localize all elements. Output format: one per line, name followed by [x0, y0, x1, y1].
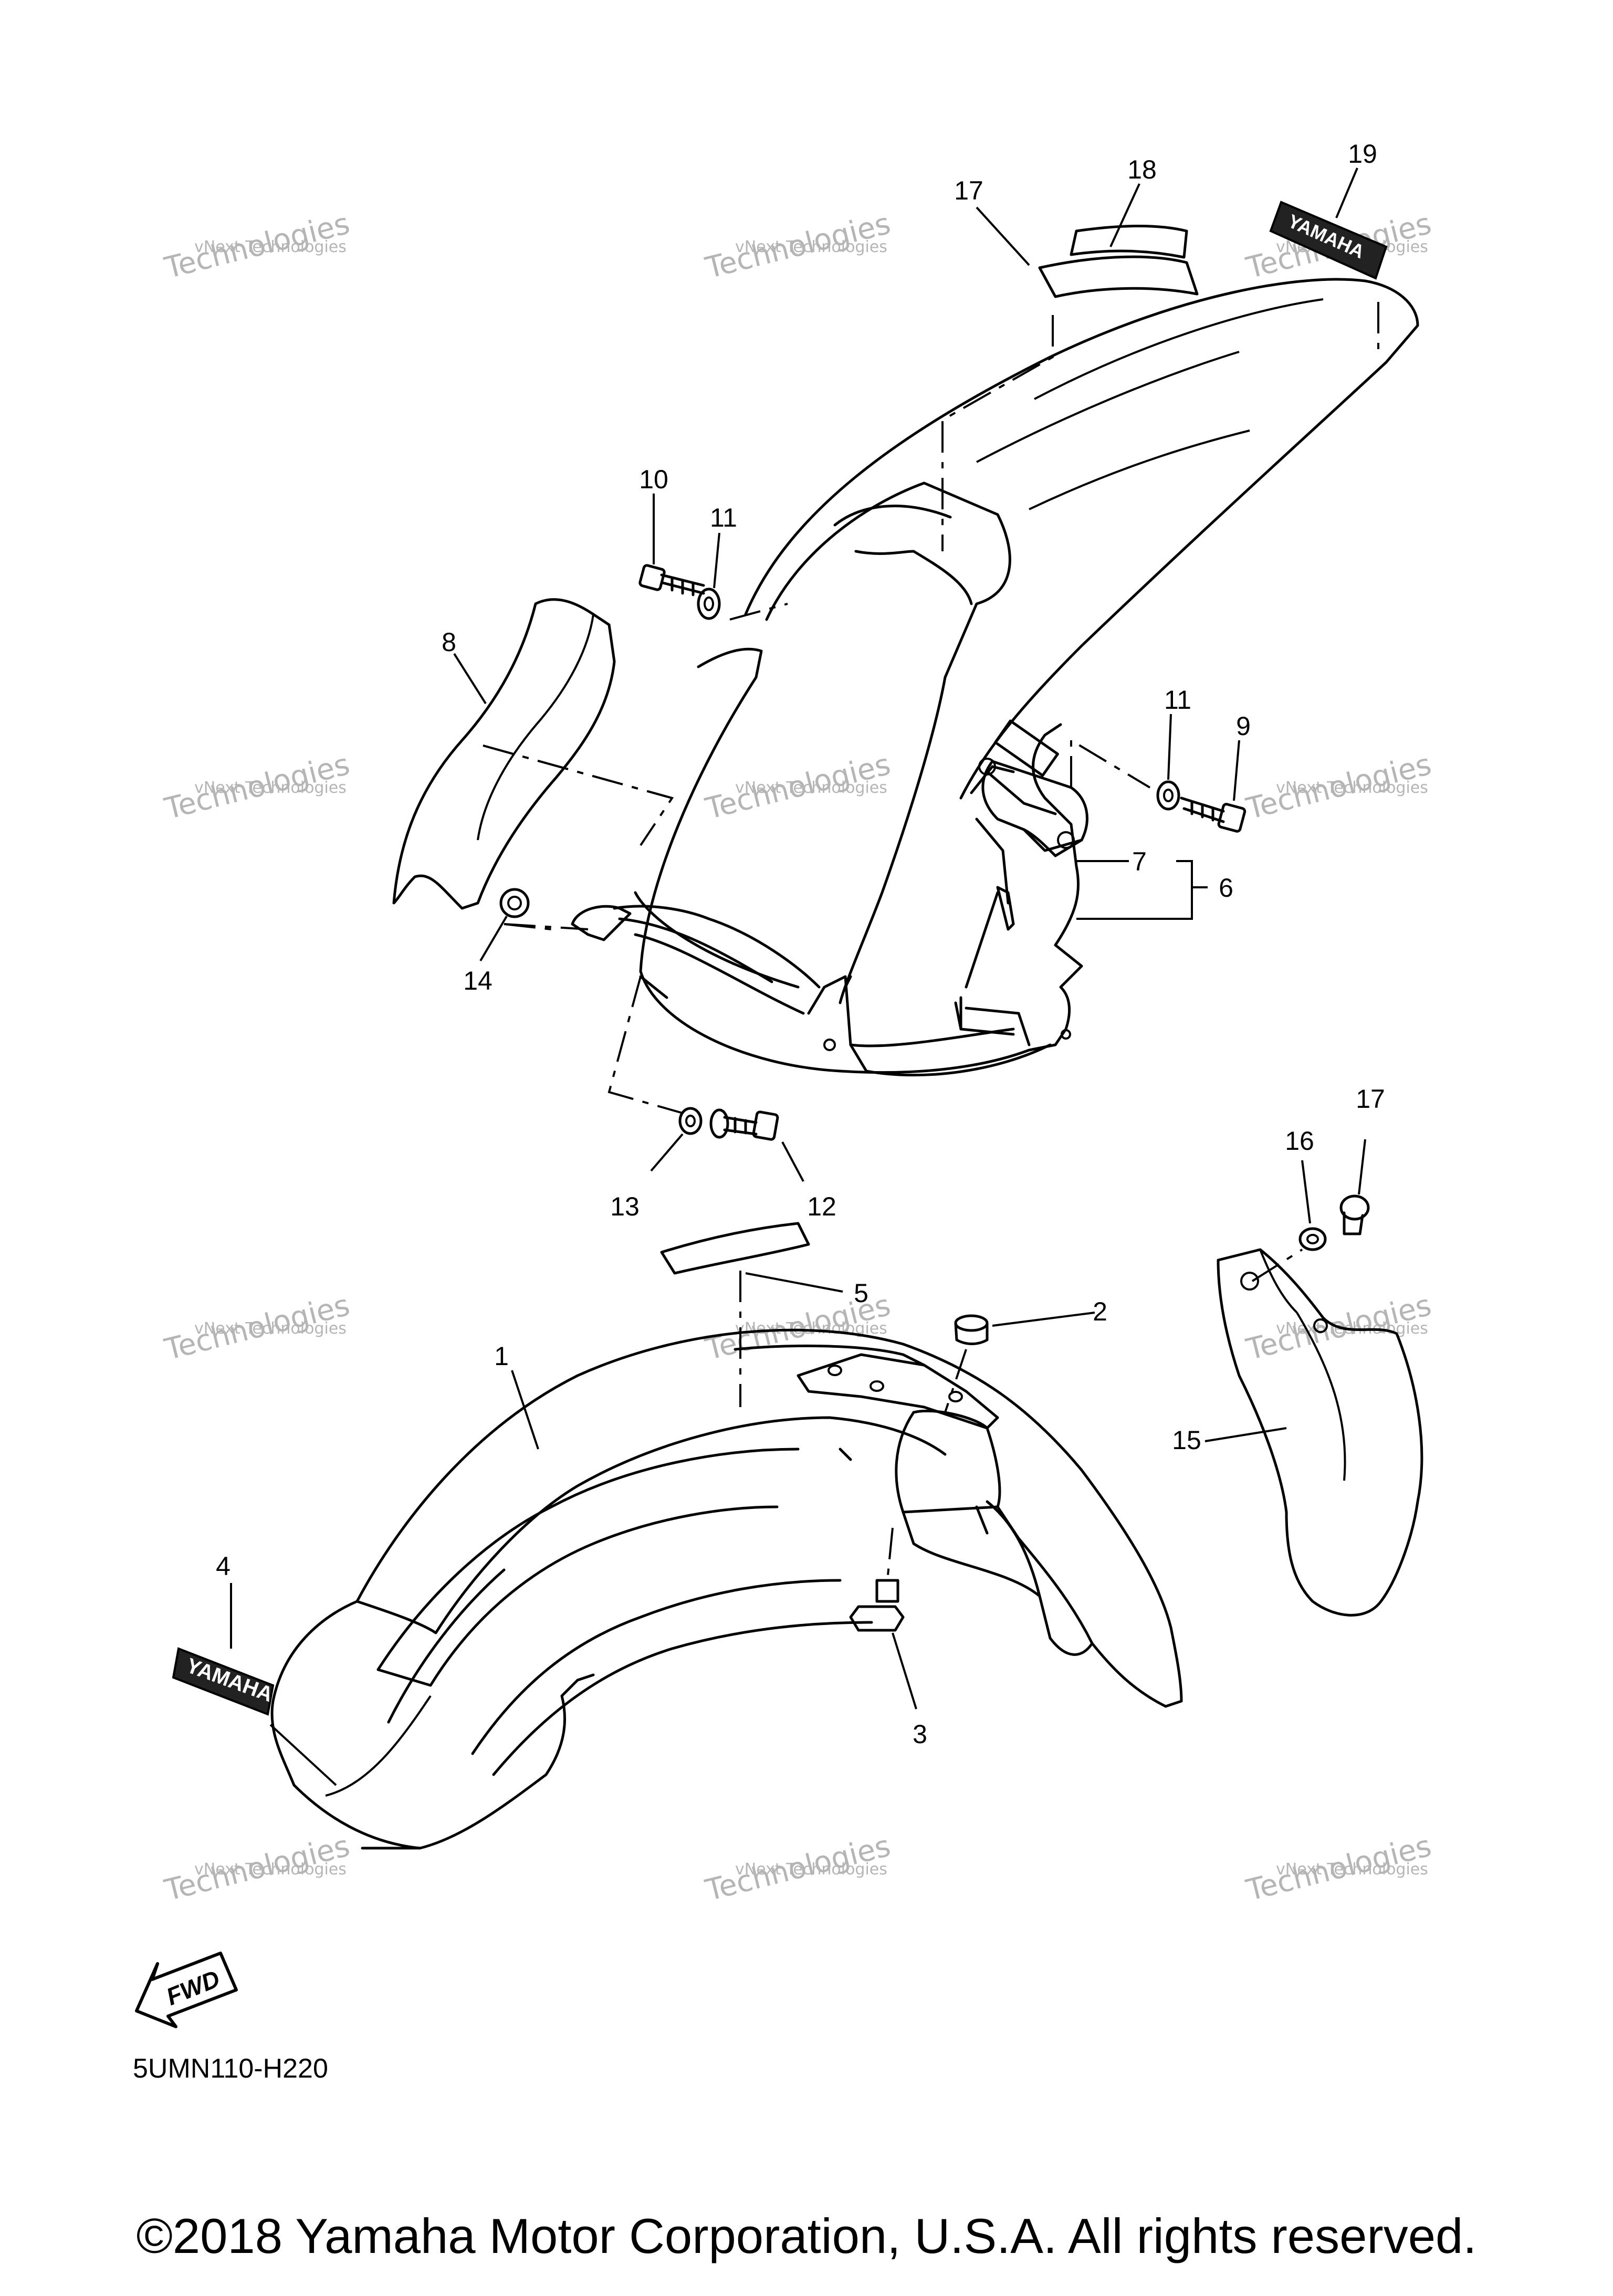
watermark: vNext Technologies Technologies [1243, 1829, 1435, 1907]
watermark: vNext Technologies Technologies [161, 747, 353, 826]
part-2-grommet [954, 1314, 989, 1345]
part-15-fork-guard [1217, 1248, 1423, 1617]
svg-text:Technologies: Technologies [702, 1829, 894, 1907]
callout-19: 18 [1127, 155, 1157, 184]
svg-text:vNext Technologies: vNext Technologies [1276, 779, 1428, 797]
bolt-9 [1180, 796, 1247, 833]
svg-text:Technologies: Technologies [161, 747, 353, 826]
svg-text:vNext Technologies: vNext Technologies [194, 779, 347, 797]
callout-15: 15 [1172, 1425, 1201, 1455]
watermark: vNext Technologies Technologies [702, 1829, 894, 1907]
callout-4: 4 [216, 1551, 231, 1581]
washer-11-left [697, 588, 721, 620]
callout-8: 8 [442, 627, 456, 657]
assembly-lines-front [739, 1271, 967, 1581]
watermark: vNext Technologies Technologies [161, 206, 353, 285]
callout-6: 6 [1219, 873, 1233, 903]
callout-10: 10 [639, 465, 668, 494]
part-3-bolt [849, 1579, 905, 1632]
svg-text:Technologies: Technologies [161, 1829, 353, 1907]
callout-16: 16 [1285, 1126, 1314, 1156]
svg-text:Technologies: Technologies [702, 747, 894, 826]
callout-3: 3 [913, 1720, 927, 1749]
svg-text:vNext Technologies: vNext Technologies [735, 1860, 887, 1879]
callout-18: 17 [954, 176, 983, 205]
callout-20: 19 [1348, 139, 1377, 169]
watermark: vNext Technologies Technologies [161, 1288, 353, 1367]
callout-11-left: 11 [710, 503, 737, 532]
callout-7: 7 [1132, 847, 1147, 876]
part-16-washer [1298, 1227, 1327, 1251]
callout-14: 14 [463, 966, 493, 995]
washer-11-right [1156, 780, 1180, 811]
part-8-side-cover [392, 598, 673, 930]
callout-1: 1 [494, 1341, 509, 1371]
svg-text:vNext Technologies: vNext Technologies [1276, 1860, 1428, 1879]
callout-13: 13 [610, 1192, 640, 1221]
svg-text:Technologies: Technologies [1243, 1829, 1435, 1907]
part-19-decal [1070, 225, 1188, 259]
callout-2: 2 [1093, 1297, 1107, 1326]
svg-text:Technologies: Technologies [1243, 747, 1435, 826]
diagram-code: 5UMN110-H220 [133, 2053, 328, 2084]
watermark: vNext Technologies Technologies [702, 747, 894, 826]
svg-text:vNext Technologies: vNext Technologies [735, 779, 887, 797]
copyright-notice: ©2018 Yamaha Motor Corporation, U.S.A. A… [136, 2208, 1477, 2263]
svg-text:Technologies: Technologies [161, 206, 353, 285]
fwd-arrow-icon: FWD [135, 1952, 238, 2028]
watermark: vNext Technologies Technologies [161, 1829, 353, 1907]
washer-14 [499, 888, 530, 918]
bolt-12 [709, 1108, 779, 1141]
part-18-decal [1038, 255, 1199, 298]
callout-9: 9 [1236, 711, 1251, 741]
leader-lines [230, 167, 1366, 1786]
part-1-front-fender [270, 1328, 1183, 1850]
svg-text:vNext Technologies: vNext Technologies [194, 1860, 347, 1879]
svg-text:vNext Technologies: vNext Technologies [735, 238, 887, 256]
part-5-decal [660, 1222, 810, 1275]
watermark: vNext Technologies Technologies [1243, 747, 1435, 826]
callout-5: 5 [854, 1278, 868, 1308]
svg-text:vNext Technologies: vNext Technologies [194, 238, 347, 256]
assembly-line-guard [1251, 1249, 1303, 1282]
rear-fender [571, 278, 1419, 1077]
svg-text:Technologies: Technologies [702, 206, 894, 285]
callout-labels: 17 18 19 10 11 8 11 9 7 6 14 13 12 16 17… [216, 139, 1385, 1749]
svg-text:Technologies: Technologies [161, 1288, 353, 1367]
svg-text:vNext Technologies: vNext Technologies [194, 1319, 347, 1338]
bolt-10 [638, 564, 705, 596]
callout-11-right: 11 [1164, 685, 1191, 715]
callout-12: 12 [807, 1192, 836, 1221]
washer-13 [678, 1107, 703, 1135]
part-4-decal: YAMAHA [172, 1647, 276, 1716]
watermark: vNext Technologies Technologies [702, 206, 894, 285]
callout-17: 17 [1356, 1084, 1385, 1114]
watermark-grid: vNext Technologies Technologies vNext Te… [161, 206, 1435, 1907]
part-17-screw [1339, 1194, 1370, 1235]
